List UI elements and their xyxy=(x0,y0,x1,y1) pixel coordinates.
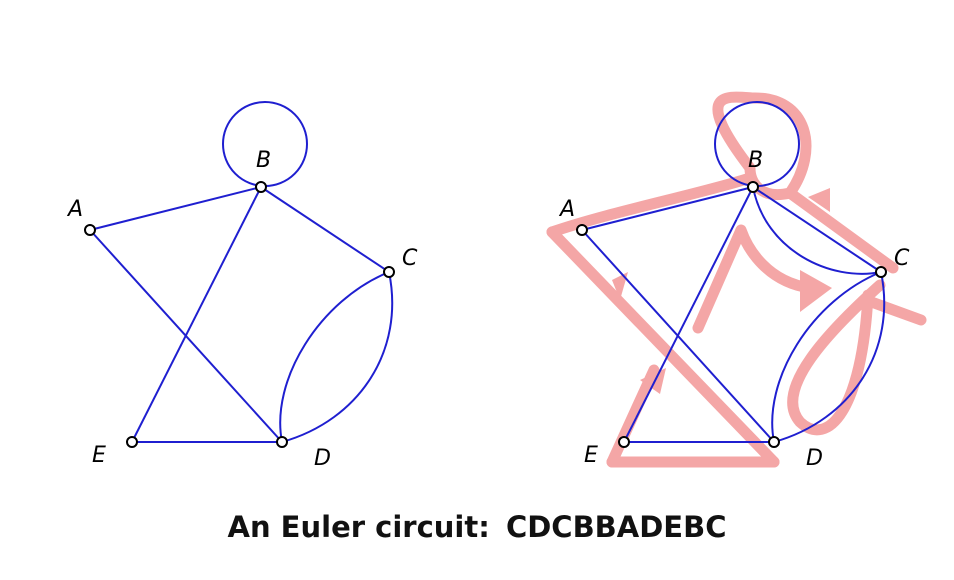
trail-c-d-loop xyxy=(787,279,886,436)
left-vertex-d xyxy=(276,436,288,448)
trail-e-up xyxy=(606,364,660,468)
euler-trail xyxy=(546,91,927,468)
right-graph: A B C D E xyxy=(558,101,910,471)
right-edge-a-b xyxy=(581,186,754,231)
right-label-a: A xyxy=(558,197,575,222)
right-edge-c-d-inner xyxy=(771,271,882,443)
right-label-d: D xyxy=(806,446,823,471)
right-edge-b-c-curve xyxy=(752,186,882,275)
trail-arrow-b-c xyxy=(800,270,832,312)
trail-a-d xyxy=(546,226,780,468)
right-label-b: B xyxy=(748,148,763,173)
right-vertex-b xyxy=(747,181,759,193)
trail-arrow-c-b xyxy=(808,188,830,212)
trail-c-end-bar xyxy=(860,294,927,326)
right-vertex-e xyxy=(618,436,630,448)
left-edge-c-d-outer xyxy=(281,271,394,443)
left-edge-b-c xyxy=(260,186,390,273)
left-edge-a-d xyxy=(89,229,283,443)
caption-prefix: An Euler circuit: xyxy=(227,510,490,544)
left-label-b: B xyxy=(256,148,271,173)
right-edge-b-c xyxy=(752,186,882,273)
left-edge-c-d-inner xyxy=(279,271,390,443)
right-label-c: C xyxy=(894,246,910,271)
left-edge-a-b xyxy=(89,186,262,231)
caption-sequence: CDCBBADEBC xyxy=(505,510,727,544)
trail-arrow-a-d xyxy=(612,272,628,300)
right-vertex-d xyxy=(768,436,780,448)
right-vertex-c xyxy=(875,266,887,278)
left-label-e: E xyxy=(92,443,106,468)
trail-arrow-e-up xyxy=(640,368,666,394)
left-vertex-c xyxy=(383,266,395,278)
right-label-e: E xyxy=(584,443,598,468)
left-vertex-b xyxy=(255,181,267,193)
left-vertex-e xyxy=(126,436,138,448)
left-graph: A B C D E xyxy=(66,101,418,471)
left-label-d: D xyxy=(314,446,331,471)
right-vertex-a xyxy=(576,224,588,236)
left-label-c: C xyxy=(402,246,418,271)
caption: An Euler circuit: CDCBBADEBC xyxy=(0,510,954,544)
right-edge-c-d-outer xyxy=(773,271,886,443)
trail-b-down xyxy=(692,224,816,334)
left-vertex-a xyxy=(84,224,96,236)
trail-b-a xyxy=(546,172,756,238)
left-loop-b xyxy=(222,101,308,187)
right-edge-a-d xyxy=(581,229,775,443)
left-label-a: A xyxy=(66,197,83,222)
right-edge-b-e xyxy=(623,186,754,443)
left-edge-b-e xyxy=(131,186,262,443)
